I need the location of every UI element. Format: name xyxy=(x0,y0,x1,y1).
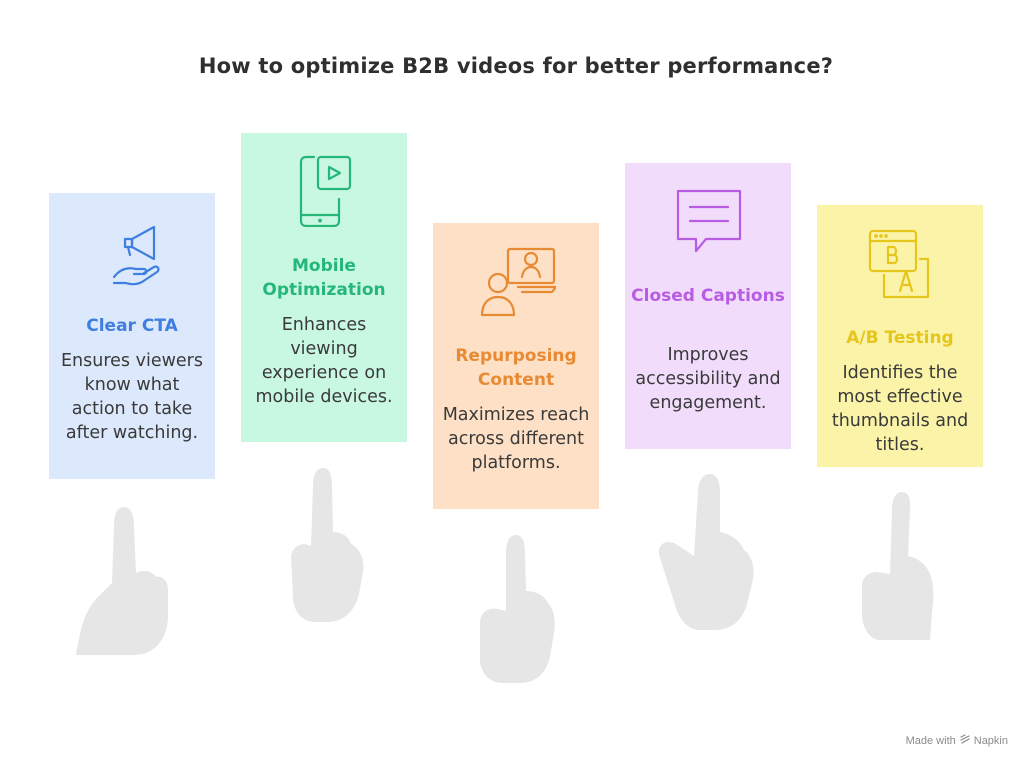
card-heading: Clear CTA xyxy=(86,316,178,336)
card-description: Improves accessibility and engagement. xyxy=(635,345,781,413)
laptop-user-icon xyxy=(476,243,556,323)
card-heading: Closed Captions xyxy=(631,286,785,306)
page-title: How to optimize B2B videos for better pe… xyxy=(198,54,834,78)
card-heading: Mobile Optimization xyxy=(262,256,386,300)
card-closed-captions: Closed Captions Improves accessibility a… xyxy=(625,163,791,449)
pointing-hand-icon xyxy=(860,490,936,642)
pointing-hand-icon xyxy=(478,533,558,685)
megaphone-hand-icon xyxy=(92,215,172,295)
pointing-hand-icon xyxy=(74,503,174,658)
card-description: Identifies the most effective thumbnails… xyxy=(831,363,969,455)
ab-test-icon xyxy=(860,225,940,305)
footer-brand: Napkin xyxy=(973,734,1008,747)
footer-made-with: Made with xyxy=(905,734,956,747)
pointing-hand-icon xyxy=(654,472,758,632)
card-heading: A/B Testing xyxy=(846,328,954,348)
card-description: Enhances viewing experience on mobile de… xyxy=(255,315,393,407)
speech-bubble-icon xyxy=(668,183,748,263)
card-clear-cta: Clear CTA Ensures viewers know what acti… xyxy=(49,193,215,479)
card-mobile-optimization: Mobile Optimization Enhances viewing exp… xyxy=(241,133,407,442)
card-description: Ensures viewers know what action to take… xyxy=(61,351,203,443)
card-ab-testing: A/B Testing Identifies the most effectiv… xyxy=(817,205,983,467)
mobile-video-icon xyxy=(284,147,364,227)
napkin-logo-icon xyxy=(959,733,971,748)
card-repurposing-content: Repurposing Content Maximizes reach acro… xyxy=(433,223,599,509)
footer-credit: Made with Napkin xyxy=(906,733,1008,748)
card-description: Maximizes reach across different platfor… xyxy=(442,405,590,473)
pointing-hand-icon xyxy=(289,466,369,626)
card-heading: Repurposing Content xyxy=(455,346,577,390)
